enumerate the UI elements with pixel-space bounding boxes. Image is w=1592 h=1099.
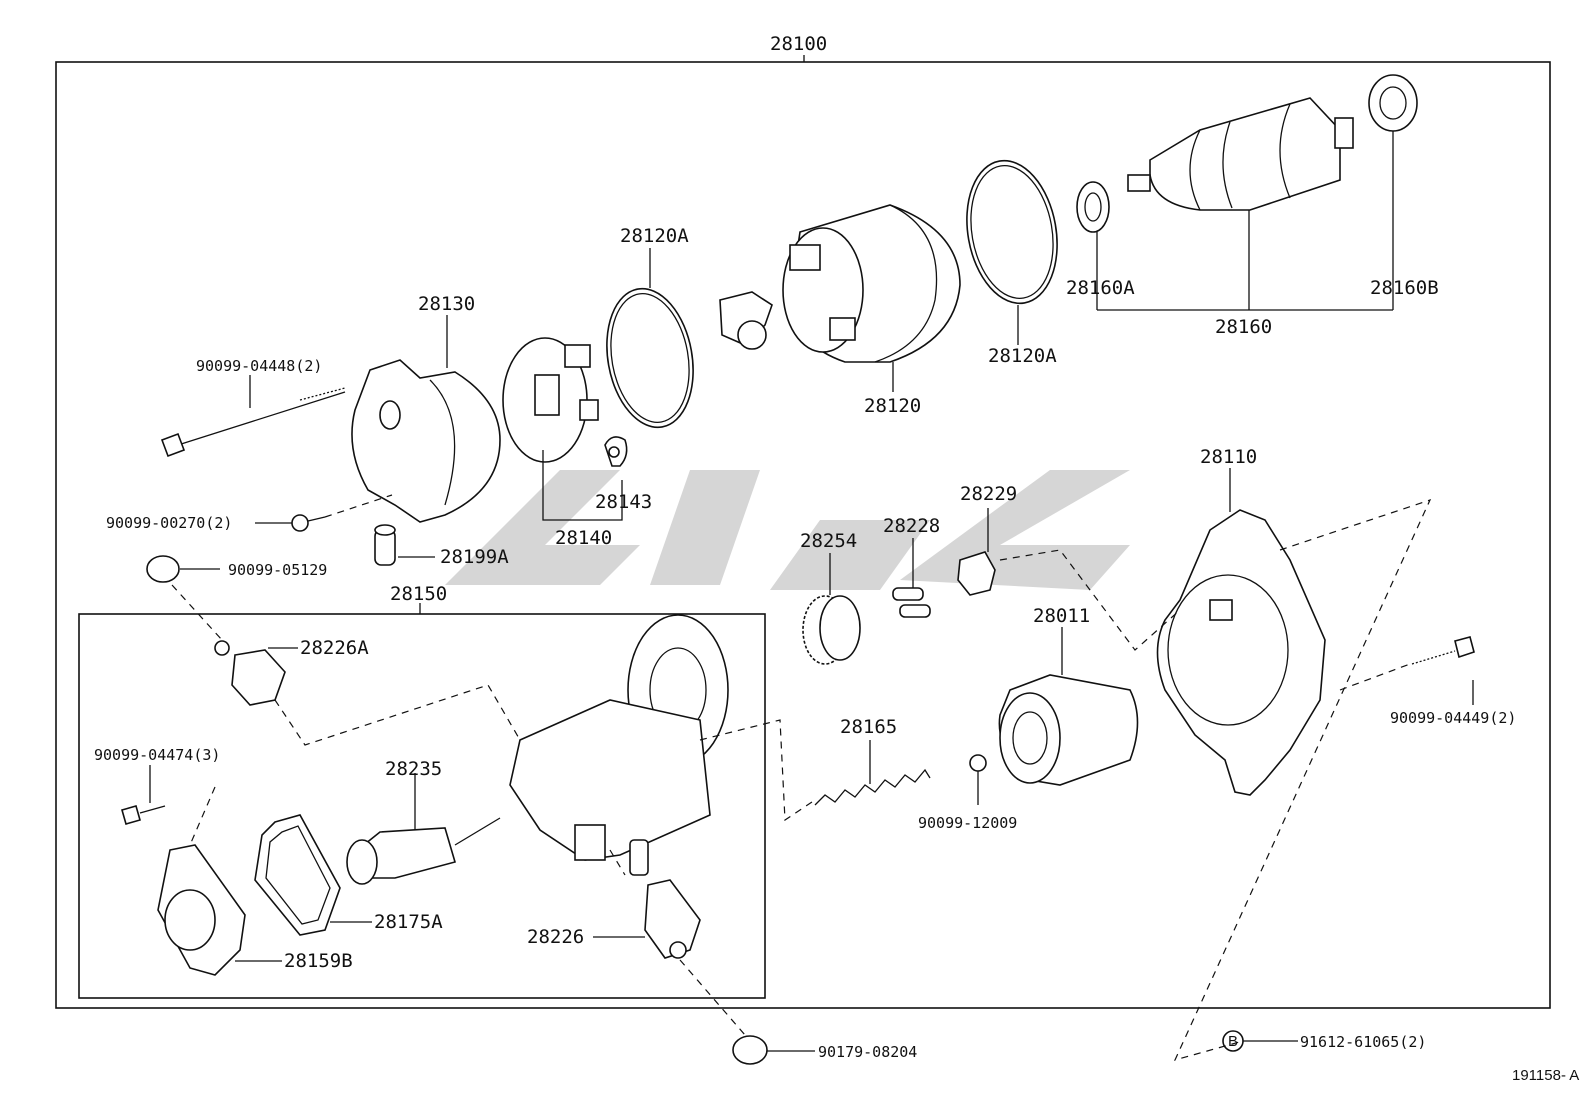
switch-screw-part: 90099-04474(3): [94, 746, 220, 825]
terminal-nut-label: 90179-08204: [818, 1043, 917, 1061]
bearing-a-label: 28160A: [1066, 277, 1135, 299]
retainer-label: 28229: [960, 483, 1017, 505]
o-ring-front-label: 28120A: [988, 345, 1057, 367]
cap-terminal-label: 28199A: [440, 546, 509, 568]
terminal-nut-part: 90179-08204: [732, 1035, 917, 1065]
roller-label: 28228: [883, 515, 940, 537]
bearing-b-part: 28160B: [1368, 74, 1439, 299]
bolt-right-label: 90099-04449(2): [1390, 709, 1516, 727]
clutch-part: 28011: [998, 605, 1139, 786]
spring-part: 28165: [814, 716, 931, 806]
bearing-a-part: 28160A: [1066, 181, 1135, 299]
assembly-label: 28100: [770, 33, 827, 55]
switch-screw-label: 90099-04474(3): [94, 746, 220, 764]
commutator-end-frame-label: 28130: [418, 293, 475, 315]
o-ring-front-part: 28120A: [966, 159, 1058, 367]
cover-part: 28159B: [157, 844, 353, 976]
watermark-logo: [445, 470, 1130, 590]
gear-label: 28254: [800, 530, 857, 552]
bearing-b-label: 28160B: [1370, 277, 1439, 299]
switch-assy-label: 28150: [390, 583, 447, 605]
o-ring-rear-label: 28120A: [620, 225, 689, 247]
switch-frame: 28150: [78, 583, 766, 999]
plunger-part: 28235: [346, 758, 501, 885]
roller-part: 28228: [883, 515, 940, 618]
drive-housing-label: 28110: [1200, 446, 1257, 468]
switch-body-part: [509, 614, 729, 876]
thru-bolt-label: 90099-04448(2): [196, 357, 322, 375]
brush-holder-label: 28140: [555, 527, 612, 549]
spring-label: 28165: [840, 716, 897, 738]
drive-housing-part: 28110: [1156, 446, 1326, 796]
commutator-end-frame-part: 28130: [351, 293, 501, 523]
o-ring-rear-part: 28120A: [606, 225, 694, 429]
yoke-part: 28120: [719, 204, 961, 417]
yoke-label: 28120: [864, 395, 921, 417]
screw-part: 90099-00270(2): [106, 494, 393, 532]
armature-part: 28160: [1127, 97, 1354, 338]
cover-label: 28159B: [284, 950, 353, 972]
cap-terminal-part: 28199A: [374, 524, 509, 568]
ball-part: 90099-12009: [918, 754, 1017, 832]
ref-b-mark: B: [1228, 1033, 1238, 1050]
nut-part: 90099-05129: [146, 555, 327, 583]
armature-bracket: [1096, 131, 1394, 311]
assembly-dashed-lines: [171, 498, 1432, 1061]
clutch-label: 28011: [1033, 605, 1090, 627]
nut-label: 90099-05129: [228, 561, 327, 579]
retainer-part: 28229: [957, 483, 1017, 596]
terminal-a-label: 28226A: [300, 637, 369, 659]
screw-label: 90099-00270(2): [106, 514, 232, 532]
brush-label: 28143: [595, 491, 652, 513]
terminal-part: 28226: [527, 879, 701, 959]
ref-bolt-label: 91612-61065(2): [1300, 1033, 1426, 1051]
gasket-part: 28175A: [254, 814, 443, 936]
plunger-label: 28235: [385, 758, 442, 780]
gasket-label: 28175A: [374, 911, 443, 933]
brush-holder-part: 28140: [502, 337, 623, 549]
terminal-label: 28226: [527, 926, 584, 948]
figure-id: 191158- A: [1512, 1067, 1579, 1084]
terminal-a-part: 28226A: [214, 637, 369, 706]
assembly-frame: 28100: [55, 33, 1551, 1009]
gear-part: 28254: [800, 530, 861, 665]
armature-label: 28160: [1215, 316, 1272, 338]
ref-bolt-part: B 91612-61065(2): [1222, 1030, 1426, 1052]
ball-label: 90099-12009: [918, 814, 1017, 832]
brush-part: 28143: [595, 436, 652, 513]
bolt-right-part: 90099-04449(2): [1390, 636, 1516, 727]
thru-bolt-part: 90099-04448(2): [160, 357, 346, 458]
